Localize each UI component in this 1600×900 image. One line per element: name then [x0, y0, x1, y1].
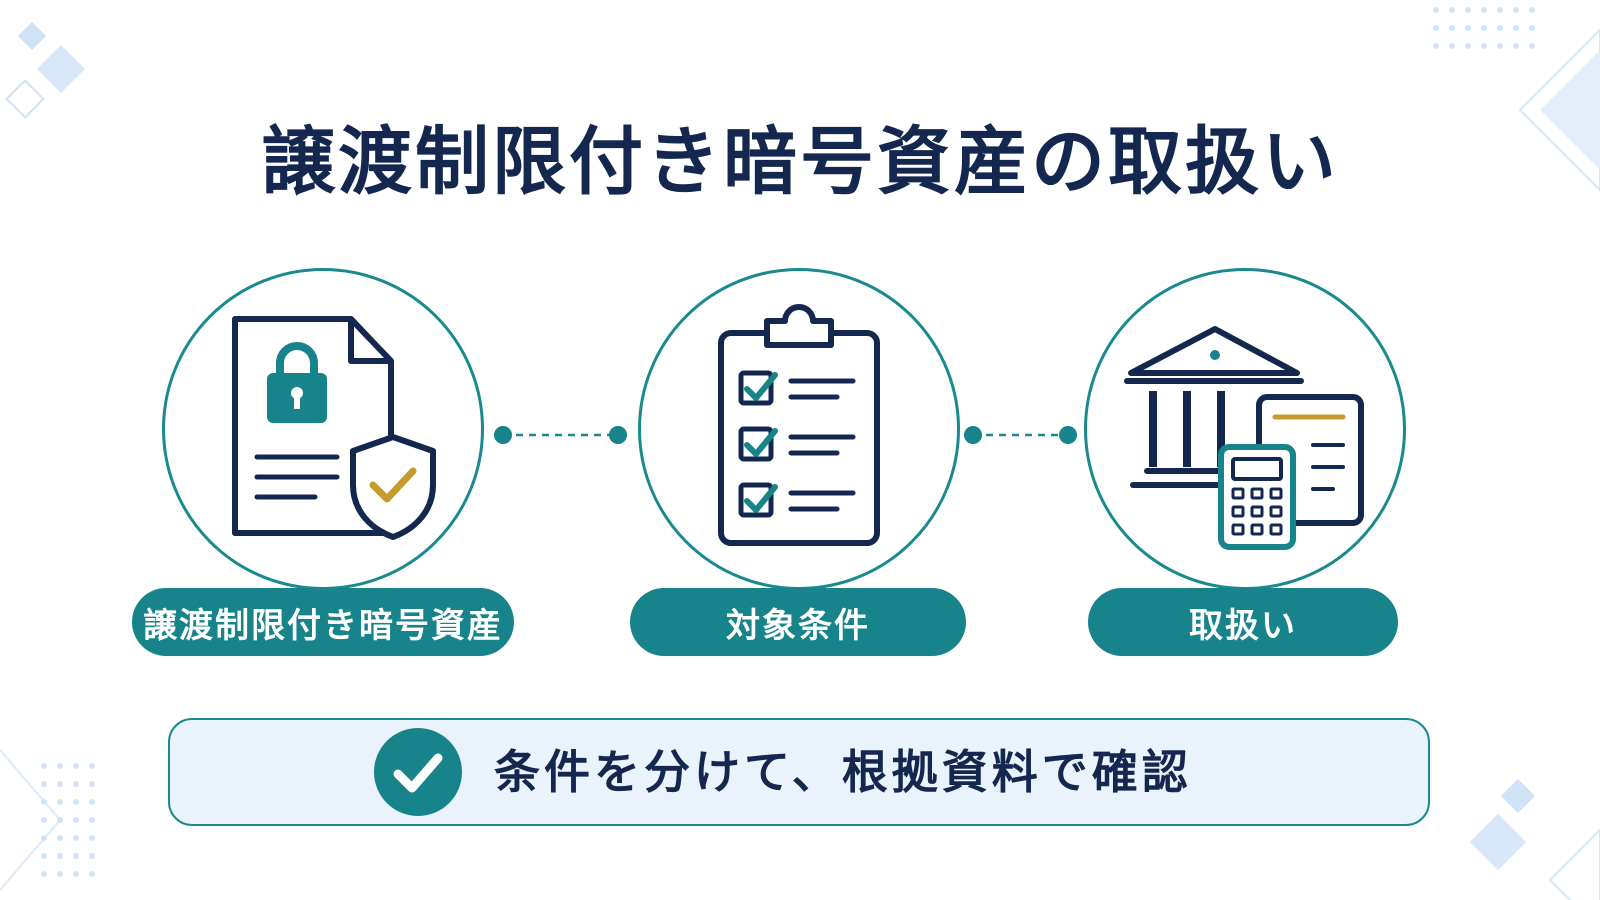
step-2-label: 対象条件: [630, 588, 966, 656]
decor-bottom-right-diamonds: [1470, 779, 1600, 900]
decor-top-right-dots: [1433, 7, 1535, 49]
decor-top-left-diamonds: [5, 21, 86, 119]
step-1-circle: [162, 268, 484, 590]
page-title: 譲渡制限付き暗号資産の取扱い: [261, 119, 1339, 205]
step-2-circle: [638, 268, 960, 590]
connector-1-2: [494, 426, 627, 444]
connector-2-3: [964, 426, 1077, 444]
decor-bottom-left-dots: [0, 749, 95, 891]
summary-text: 条件を分けて、根拠資料で確認: [494, 745, 1192, 799]
check-circle-icon: [374, 728, 462, 816]
step-3-circle: [1084, 268, 1406, 590]
bank-calculator-icon: [1124, 326, 1364, 550]
step-3-label: 取扱い: [1088, 588, 1398, 656]
decor-right-diamond: [1518, 28, 1600, 192]
summary-box: 条件を分けて、根拠資料で確認: [168, 718, 1430, 826]
checklist-clipboard-icon: [718, 304, 880, 546]
step-1-label: 譲渡制限付き暗号資産: [132, 588, 514, 656]
locked-document-shield-icon: [232, 316, 436, 540]
